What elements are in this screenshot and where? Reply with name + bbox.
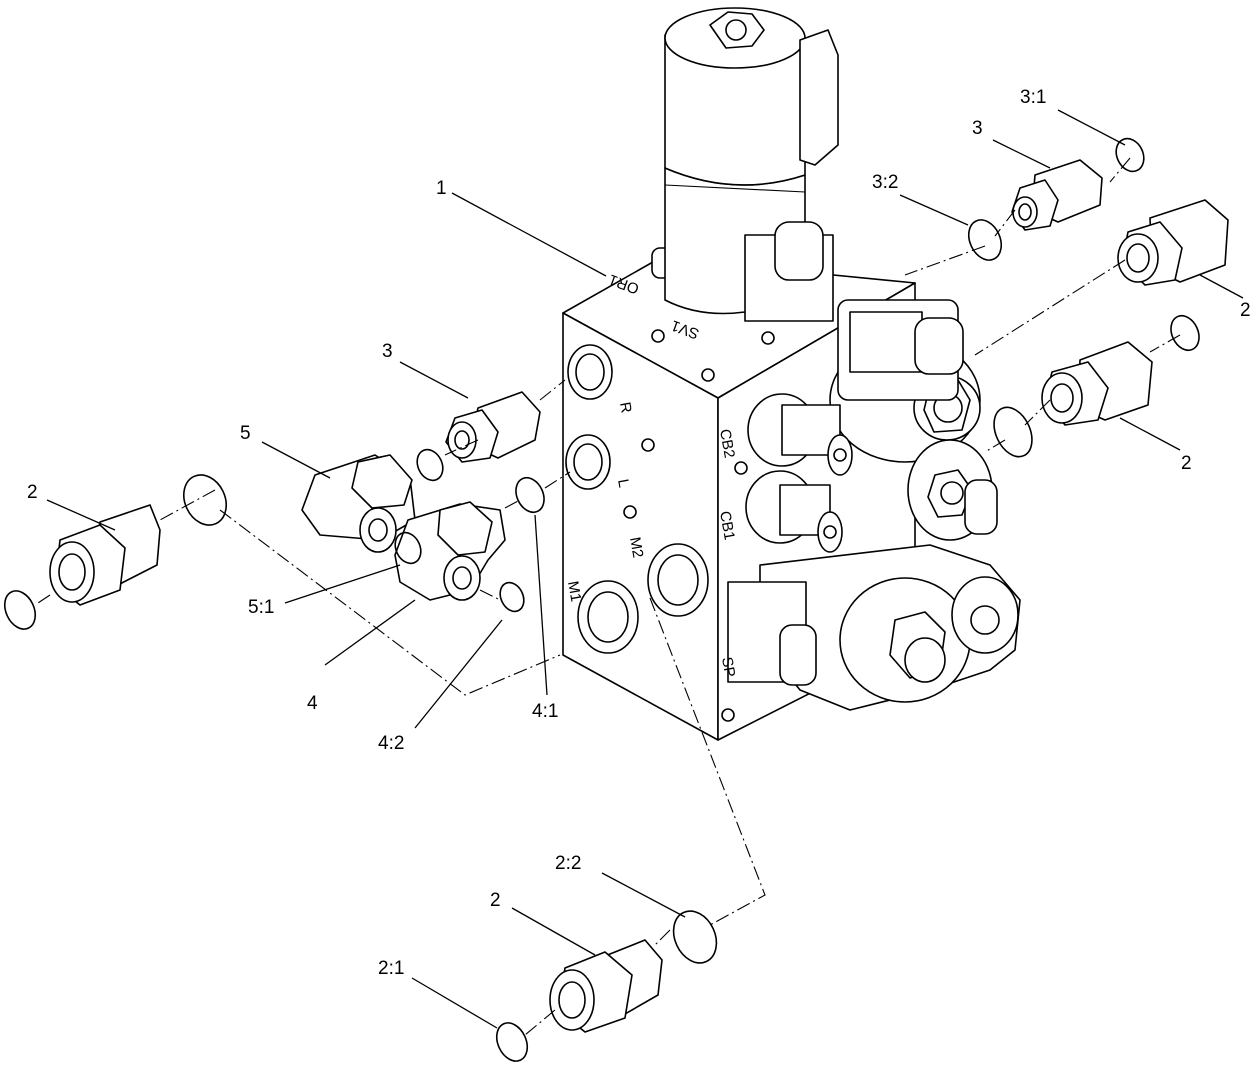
callout-2-middle-right: 2 <box>1181 453 1192 474</box>
callout-4-2: 4:2 <box>378 733 404 754</box>
callout-4: 4 <box>307 693 318 714</box>
port-label-m1: M1 <box>564 580 584 603</box>
callout-3-right: 3 <box>972 118 983 139</box>
callout-3-left: 3 <box>382 341 393 362</box>
port-label-cb2: CB2 <box>716 428 738 460</box>
port-labels: OR1 SV1 R L M2 M1 CB2 CB1 SP <box>564 271 738 679</box>
fitting-3-left <box>445 391 541 463</box>
callout-3-1: 3:1 <box>1020 87 1046 108</box>
elbow-fitting-4 <box>394 501 506 601</box>
assembly-centerlines <box>34 157 1181 1036</box>
callout-2-left: 2 <box>27 482 38 503</box>
callout-5-1: 5:1 <box>248 597 274 618</box>
fitting-3-right <box>1011 159 1103 231</box>
port-label-sp: SP <box>718 656 738 679</box>
callout-3-2: 3:2 <box>872 172 898 193</box>
leader-lines <box>46 109 1244 1029</box>
cartridge-valves-right <box>727 299 1021 711</box>
callout-2-2: 2:2 <box>555 853 581 874</box>
port-label-cb1: CB1 <box>716 510 738 542</box>
callout-2-1: 2:1 <box>378 958 404 979</box>
callout-1: 1 <box>436 178 447 199</box>
solenoid-valve-top <box>651 7 839 322</box>
callout-5: 5 <box>240 423 251 444</box>
fitting-2-left <box>49 504 161 606</box>
callout-2-bottom: 2 <box>490 890 501 911</box>
elbow-fitting-5 <box>301 454 416 553</box>
fitting-2-upper-right <box>1117 199 1229 286</box>
fitting-2-middle-right <box>1041 341 1153 426</box>
callout-numbers: 1 3:1 3 3:2 2 2 3 5 2 5:1 4 4:2 4:1 2:2 … <box>27 87 1251 979</box>
port-label-r: R <box>616 401 635 415</box>
port-label-m2: M2 <box>626 536 646 559</box>
port-label-l: L <box>614 478 632 489</box>
fitting-2-bottom <box>549 939 663 1033</box>
callout-4-1: 4:1 <box>532 701 558 722</box>
callout-2-upper-right: 2 <box>1240 300 1251 321</box>
